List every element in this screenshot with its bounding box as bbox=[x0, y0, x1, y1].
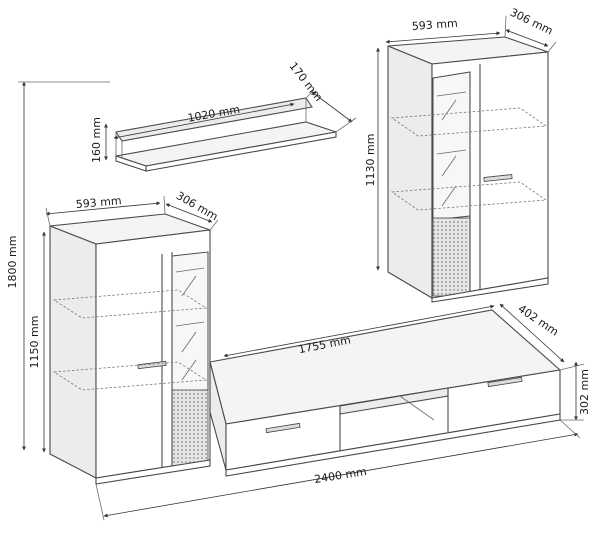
left-cabinet-depth-label: 306 mm bbox=[174, 189, 220, 223]
shelf-depth-label: 170 mm bbox=[287, 60, 326, 104]
right-cabinet-dimension-lines bbox=[376, 15, 557, 271]
tv-unit-dimension-lines bbox=[223, 303, 585, 421]
left-cabinet bbox=[49, 213, 211, 485]
tv-unit-right-drawer-handle bbox=[487, 376, 523, 388]
right-cabinet-width-label: 593 mm bbox=[411, 17, 458, 33]
right-cabinet bbox=[387, 36, 549, 303]
left-cabinet-dimension-lines bbox=[42, 195, 219, 453]
tv-unit-depth-label: 402 mm bbox=[516, 302, 561, 338]
tv-unit-left-drawer-handle bbox=[265, 422, 301, 434]
left-cabinet-height-label: 1150 mm bbox=[28, 316, 41, 369]
shelf-height-label: 160 mm bbox=[90, 117, 103, 163]
tv-unit bbox=[209, 309, 562, 477]
total-width-label: 2400 mm bbox=[313, 465, 367, 486]
tv-unit-height-label: 302 mm bbox=[578, 369, 591, 415]
right-cabinet-depth-label: 306 mm bbox=[508, 6, 555, 38]
total-width-dimension bbox=[95, 419, 581, 521]
right-cabinet-height-label: 1130 mm bbox=[364, 134, 377, 187]
shelf-dimension-lines bbox=[104, 89, 357, 161]
left-cabinet-width-label: 593 mm bbox=[75, 194, 122, 211]
total-height-dimension bbox=[18, 81, 110, 451]
total-height-label: 1800 mm bbox=[6, 236, 19, 289]
